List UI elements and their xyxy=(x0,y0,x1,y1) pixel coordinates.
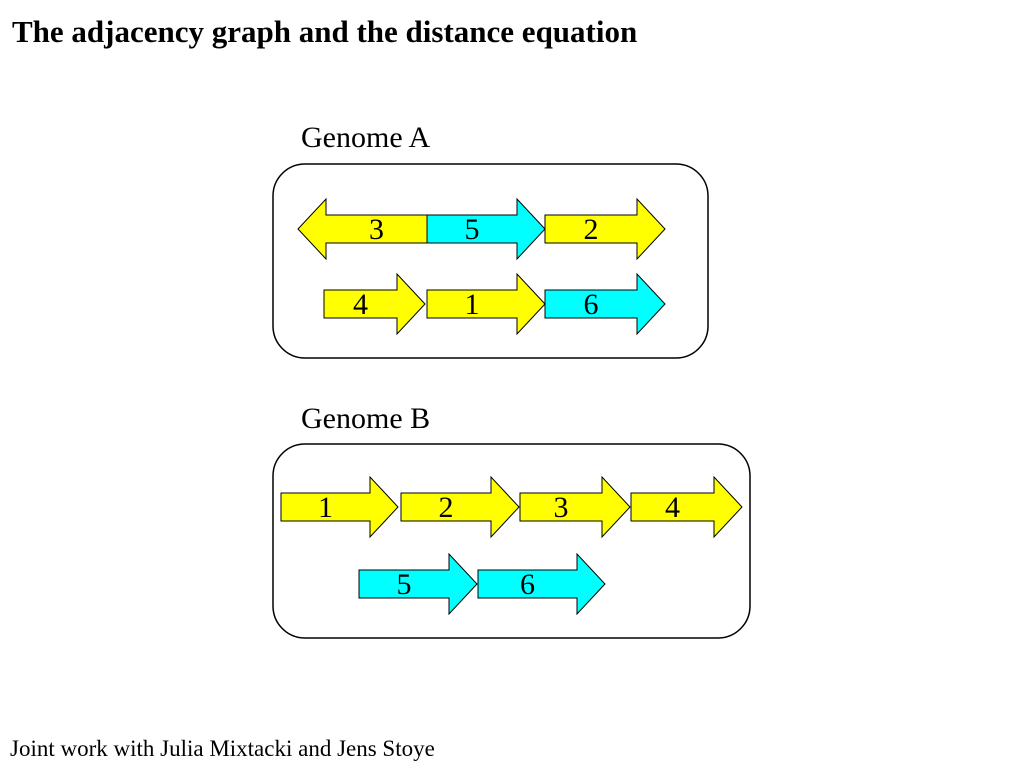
gene-label: 1 xyxy=(465,288,480,321)
genome-b-chromosome-1-gene-1: 1 xyxy=(280,475,399,539)
genome-b-chromosome-1-gene-2: 2 xyxy=(400,475,520,539)
footer-credit: Joint work with Julia Mixtacki and Jens … xyxy=(10,736,435,761)
gene-label: 5 xyxy=(465,213,480,246)
genome-a-box xyxy=(272,163,709,359)
genome-a-chromosome-1-gene-3: 3 xyxy=(297,197,428,261)
gene-arrow xyxy=(426,272,546,336)
gene-label: 6 xyxy=(584,288,599,321)
genome-a-chromosome-1-gene-5: 5 xyxy=(426,197,546,261)
genome-a-chromosome-2-gene-1: 1 xyxy=(426,272,546,336)
gene-label: 3 xyxy=(369,213,384,246)
genome-a-chromosome-2-gene-4: 4 xyxy=(323,272,426,336)
genome-b-chromosome-2-gene-6: 6 xyxy=(477,552,606,616)
genome-a-label: Genome A xyxy=(301,121,431,154)
genome-b-chromosome-1-gene-4: 4 xyxy=(630,475,743,539)
gene-arrow xyxy=(400,475,520,539)
genome-a-chromosome-2-gene-6: 6 xyxy=(544,272,666,336)
gene-arrow xyxy=(426,197,546,261)
gene-arrow xyxy=(630,475,743,539)
gene-label: 5 xyxy=(397,568,412,601)
gene-arrow xyxy=(544,272,666,336)
gene-arrow xyxy=(544,197,666,261)
gene-arrow xyxy=(519,475,631,539)
gene-arrow xyxy=(297,197,428,261)
genome-b-chromosome-2-gene-5: 5 xyxy=(358,552,478,616)
gene-arrow xyxy=(477,552,606,616)
gene-label: 4 xyxy=(353,288,368,321)
gene-label: 1 xyxy=(318,491,333,524)
genome-b-box xyxy=(272,443,751,639)
genome-b-label: Genome B xyxy=(301,402,431,435)
gene-label: 6 xyxy=(520,568,535,601)
gene-label: 2 xyxy=(584,213,599,246)
gene-label: 3 xyxy=(554,491,569,524)
gene-arrow xyxy=(358,552,478,616)
genome-a-chromosome-1-gene-2: 2 xyxy=(544,197,666,261)
gene-label: 2 xyxy=(439,491,454,524)
slide-title: The adjacency graph and the distance equ… xyxy=(12,14,638,49)
genome-b-chromosome-1-gene-3: 3 xyxy=(519,475,631,539)
gene-arrow xyxy=(280,475,399,539)
gene-arrow xyxy=(323,272,426,336)
gene-label: 4 xyxy=(665,491,680,524)
